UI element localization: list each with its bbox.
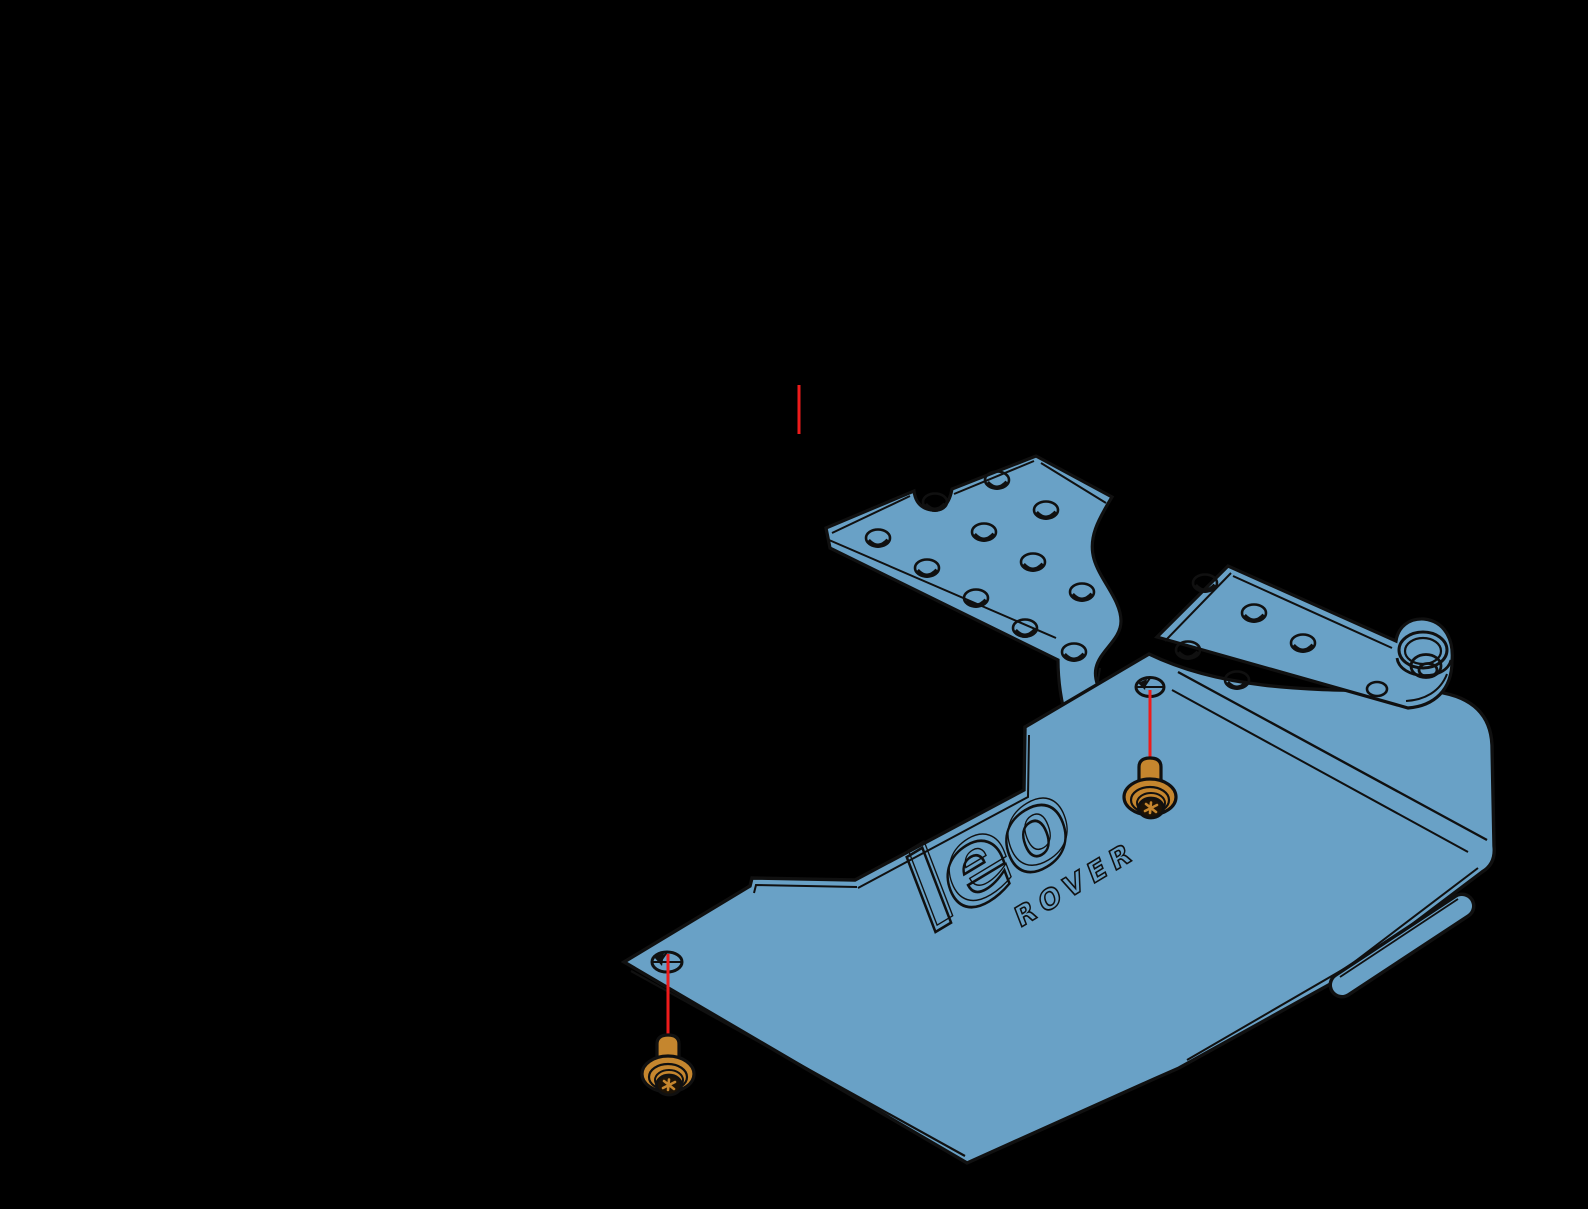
cover-snap-tab [1328,892,1476,999]
bracket-pin-hole [1365,680,1389,698]
hinge-boss [1395,630,1453,679]
bracket-hole-grid [1174,573,1317,691]
perforated-mounting-plate [824,454,1123,757]
hinge-bracket [1153,564,1454,710]
plate-hole-grid [864,470,1096,663]
